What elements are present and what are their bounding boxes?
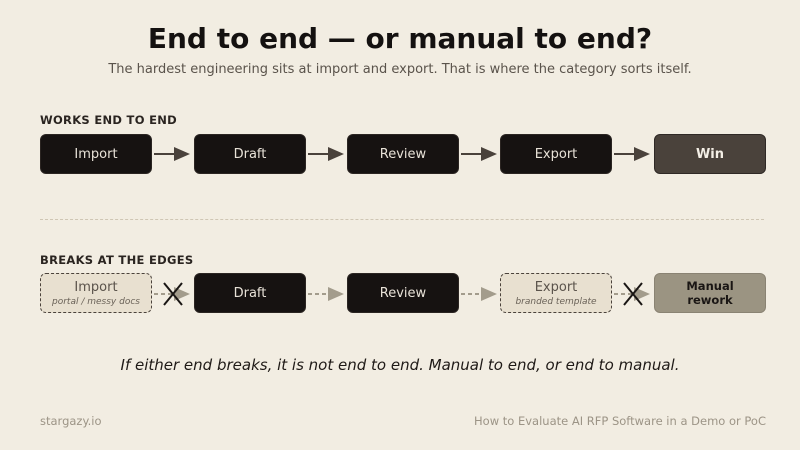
- page-title: End to end — or manual to end?: [147, 22, 653, 55]
- works-step-review: Review: [347, 134, 459, 174]
- page-subtitle: The hardest engineering sits at import a…: [108, 62, 692, 77]
- breaks-step-draft: Draft: [194, 273, 306, 313]
- breaks-export-sublabel: branded template: [515, 296, 597, 307]
- works-step-import: Import: [40, 134, 152, 174]
- breaks-export-label: Export: [534, 279, 578, 295]
- breaks-step-manual-rework: Manual rework: [654, 273, 766, 313]
- break-x-icon: [623, 282, 643, 306]
- breaks-import-label: Import: [74, 279, 118, 295]
- break-x-icon: [163, 282, 183, 306]
- arrow-right-icon: [154, 287, 190, 301]
- arrow-right-icon: [461, 147, 497, 161]
- breaks-step-review: Review: [347, 273, 459, 313]
- footnote: If either end breaks, it is not end to e…: [120, 356, 680, 374]
- arrow-right-icon: [308, 147, 344, 161]
- arrow-right-icon: [308, 287, 344, 301]
- footer-article-title: How to Evaluate AI RFP Software in a Dem…: [474, 414, 766, 428]
- works-step-export: Export: [500, 134, 612, 174]
- section-divider: [40, 219, 764, 220]
- breaks-import-sublabel: portal / messy docs: [52, 296, 140, 307]
- row-label-works-end-to-end: WORKS END TO END: [40, 113, 177, 127]
- arrow-right-icon: [614, 147, 650, 161]
- arrow-right-icon: [614, 287, 650, 301]
- arrow-right-icon: [154, 147, 190, 161]
- arrow-right-icon: [461, 287, 497, 301]
- breaks-step-export: Export branded template: [500, 273, 612, 313]
- works-step-draft: Draft: [194, 134, 306, 174]
- footer-site: stargazy.io: [40, 414, 102, 428]
- breaks-step-import: Import portal / messy docs: [40, 273, 152, 313]
- manual-rework-line2: rework: [687, 293, 733, 307]
- works-step-win: Win: [654, 134, 766, 174]
- row-label-breaks-at-the-edges: BREAKS AT THE EDGES: [40, 253, 194, 267]
- manual-rework-line1: Manual: [686, 279, 734, 293]
